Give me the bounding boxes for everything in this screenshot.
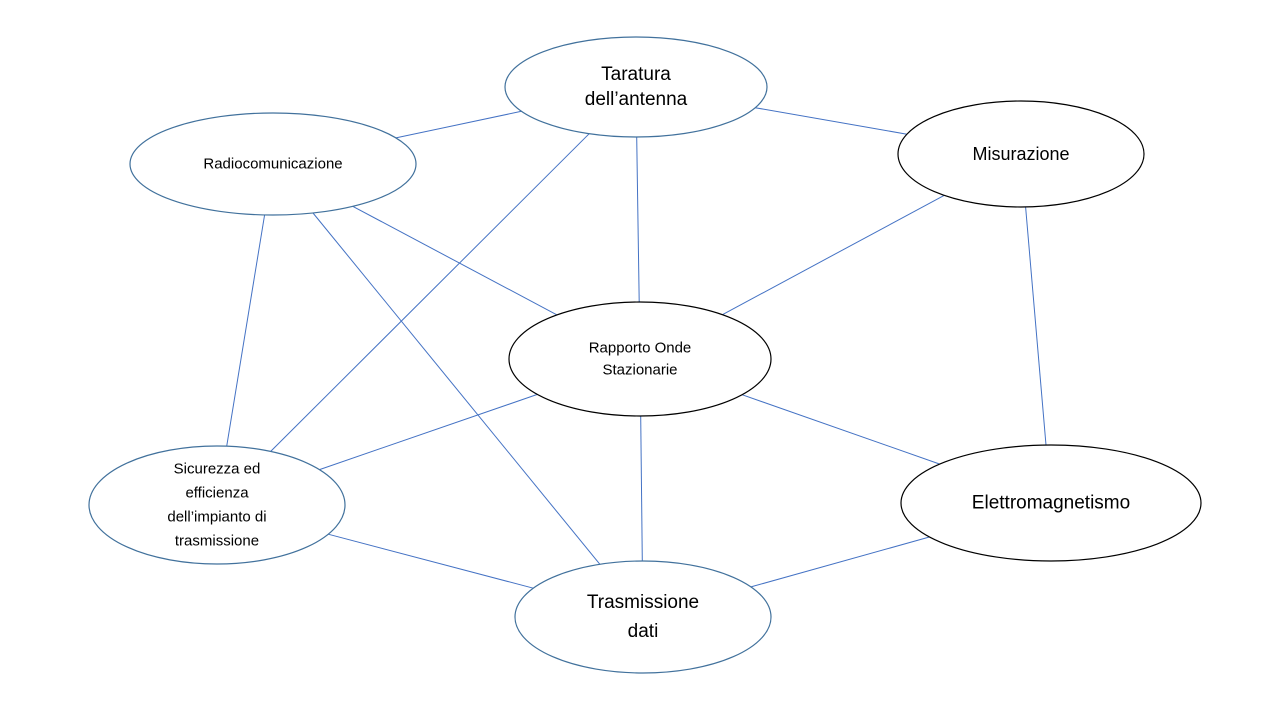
- node-trasmissione-label: Trasmissione: [587, 592, 699, 613]
- edge-radiocomunicazione-sicurezza: [226, 214, 266, 447]
- edge-radiocomunicazione-rapporto: [352, 205, 558, 316]
- node-rapporto-ellipse: [508, 301, 772, 417]
- node-radiocomunicazione-ellipse: [129, 112, 417, 216]
- edge-elettromagnetismo-trasmissione: [750, 536, 930, 588]
- edge-taratura-rapporto: [636, 136, 640, 303]
- edges-layer: [226, 107, 1047, 589]
- edge-misurazione-elettromagnetismo: [1025, 206, 1047, 446]
- node-rapporto-label: Stazionarie: [602, 362, 677, 379]
- node-elettromagnetismo-label: Elettromagnetismo: [972, 493, 1130, 514]
- node-taratura: Taratura dell’antenna: [504, 36, 768, 138]
- edge-rapporto-sicurezza: [319, 393, 538, 471]
- node-misurazione: Misurazione: [897, 100, 1145, 208]
- node-sicurezza-label: trasmissione: [175, 533, 259, 550]
- edge-misurazione-rapporto: [722, 194, 945, 316]
- node-trasmissione: Trasmissione dati: [514, 560, 772, 674]
- node-trasmissione-label: dati: [628, 621, 659, 642]
- node-radiocomunicazione: Radiocomunicazione: [129, 112, 417, 216]
- node-sicurezza-label: Sicurezza ed: [174, 461, 261, 478]
- node-elettromagnetismo: Elettromagnetismo: [900, 444, 1202, 562]
- edge-rapporto-elettromagnetismo: [741, 394, 940, 465]
- node-elettromagnetismo-ellipse: [900, 444, 1202, 562]
- node-sicurezza: Sicurezza ed efficienza dell’impianto di tr…: [88, 445, 346, 565]
- node-radiocomunicazione-label: Radiocomunicazione: [203, 156, 342, 173]
- node-sicurezza-ellipse: [88, 445, 346, 565]
- node-misurazione-ellipse: [897, 100, 1145, 208]
- node-sicurezza-label: efficienza: [185, 485, 249, 502]
- edge-rapporto-trasmissione: [640, 415, 643, 562]
- node-taratura-label: dell’antenna: [585, 89, 688, 110]
- node-rapporto-label: Rapporto Onde: [589, 340, 692, 357]
- edge-sicurezza-trasmissione: [328, 533, 534, 589]
- node-sicurezza-label: dell’impianto di: [167, 509, 266, 526]
- edge-radiocomunicazione-trasmissione: [312, 212, 601, 565]
- node-taratura-label: Taratura: [601, 64, 671, 85]
- node-taratura-ellipse: [504, 36, 768, 138]
- node-misurazione-label: Misurazione: [972, 144, 1069, 164]
- node-trasmissione-ellipse: [514, 560, 772, 674]
- edge-taratura-misurazione: [755, 107, 908, 135]
- edge-taratura-sicurezza: [270, 133, 590, 452]
- edge-radiocomunicazione-taratura: [395, 110, 522, 139]
